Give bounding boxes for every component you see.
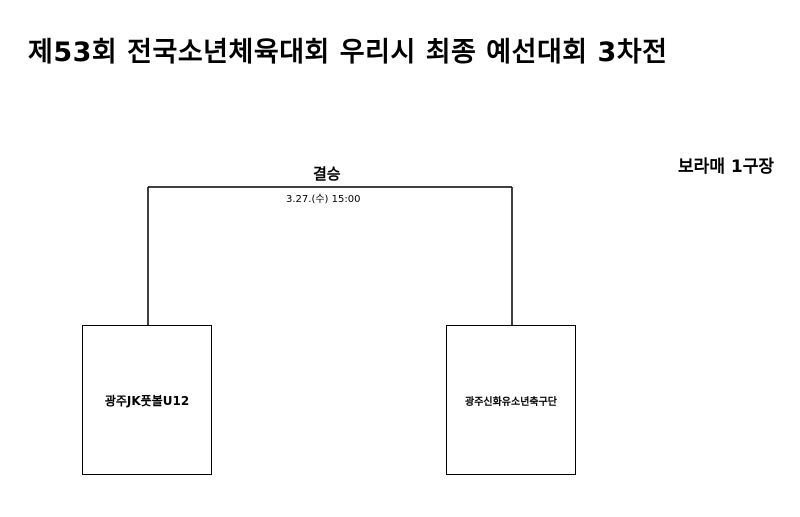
match-round-label: 결승 [313,165,341,183]
venue-label: 보라매 1구장 [678,157,774,177]
match-datetime: 3.27.(수) 15:00 [286,194,361,205]
team-name-right: 광주신화유소년축구단 [465,396,557,408]
team-box-left: 광주JK풋볼U12 [82,325,212,475]
team-name-left: 광주JK풋볼U12 [104,393,190,408]
team-box-right: 광주신화유소년축구단 [446,325,576,475]
page-title: 제53회 전국소년체육대회 우리시 최종 예선대회 3차전 [28,37,668,68]
